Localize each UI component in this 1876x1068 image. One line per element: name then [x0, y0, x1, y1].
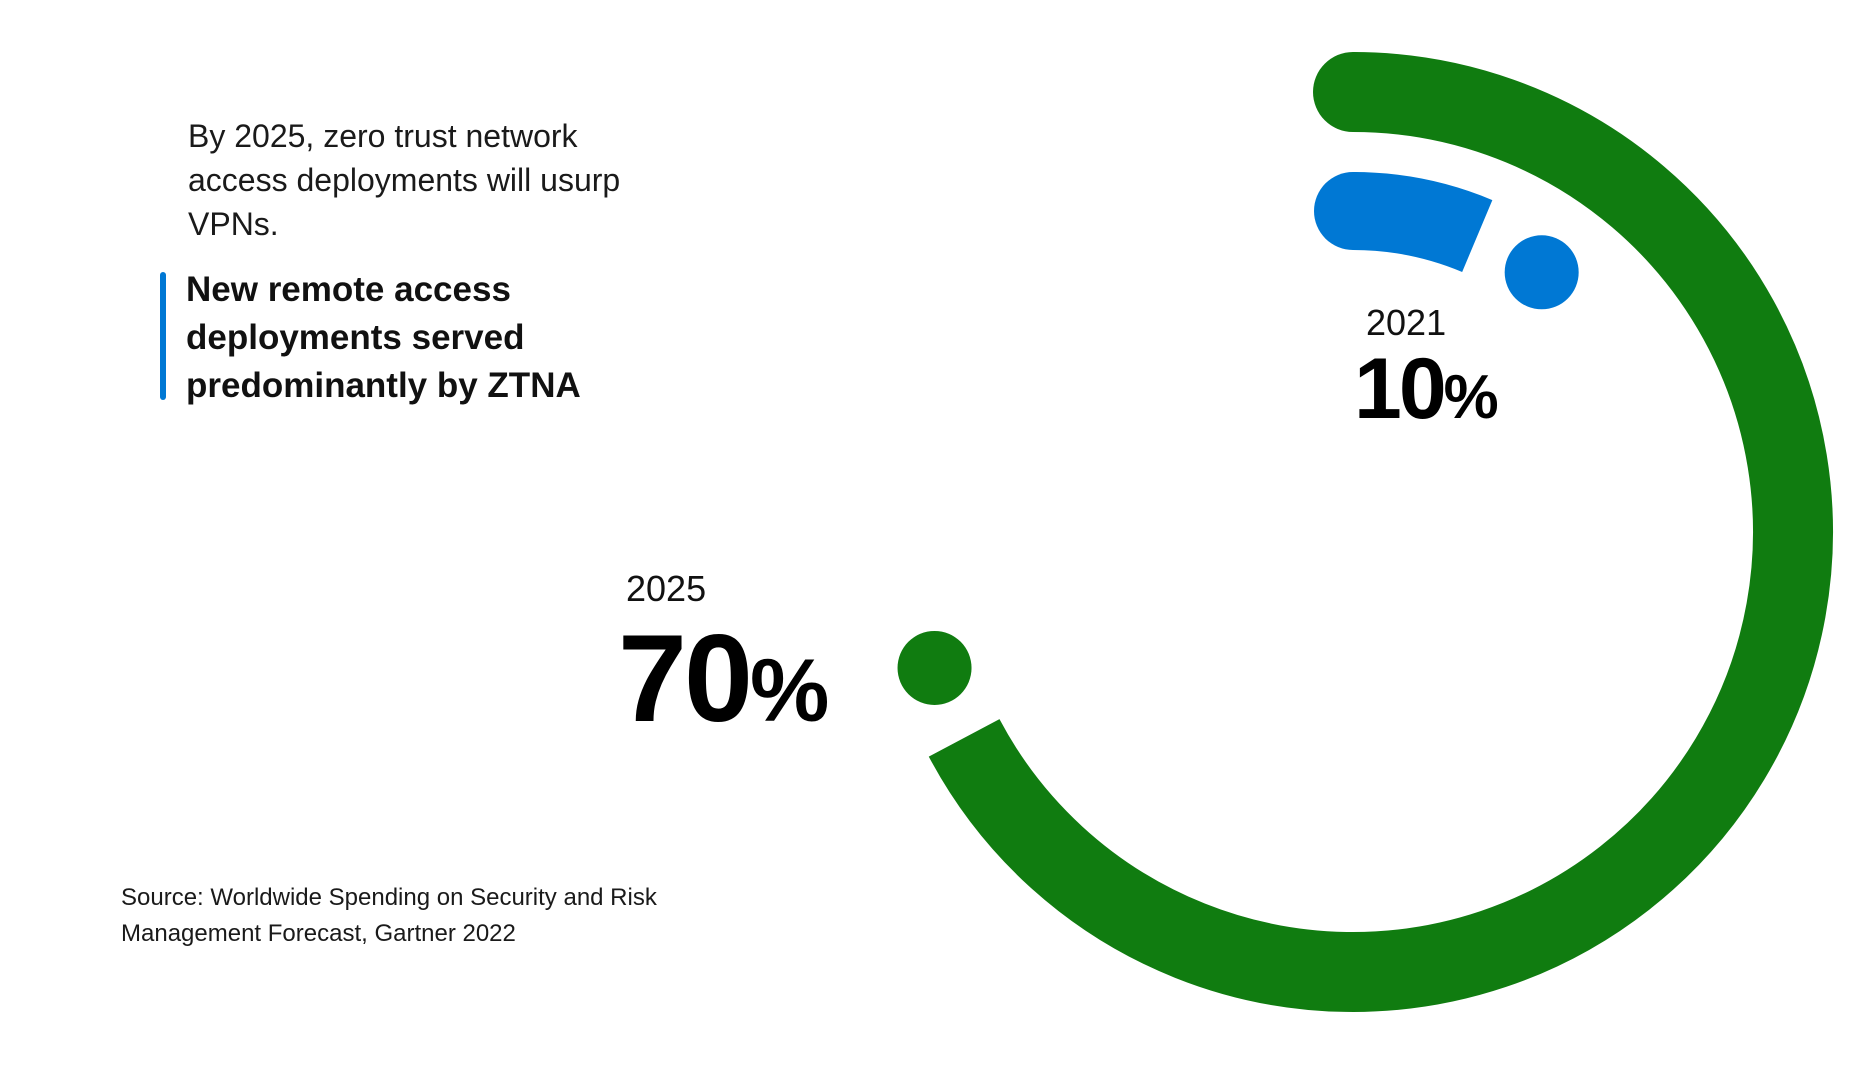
highlight-text: New remote access deployments served pre… [186, 270, 581, 405]
arc-end-dot-2021 [1504, 235, 1579, 310]
intro-text: By 2025, zero trust network access deplo… [188, 118, 621, 242]
arc-end-dot-2025 [897, 630, 972, 705]
value-label-2025: 70% [618, 614, 829, 755]
accent-bar [160, 272, 166, 400]
year-label-2025: 2025 [626, 568, 707, 609]
arc-2025 [928, 52, 1833, 1012]
arc-2021 [1352, 172, 1493, 273]
value-label-2021: 10% [1354, 344, 1499, 443]
value-number-2021: 10 [1354, 341, 1447, 437]
percent-sign-2025: % [749, 640, 830, 740]
year-label-2021: 2021 [1366, 302, 1447, 343]
source-note: Source: Worldwide Spending on Security a… [121, 884, 657, 947]
percent-sign-2021: % [1443, 363, 1499, 432]
value-number-2025: 70 [618, 610, 753, 748]
